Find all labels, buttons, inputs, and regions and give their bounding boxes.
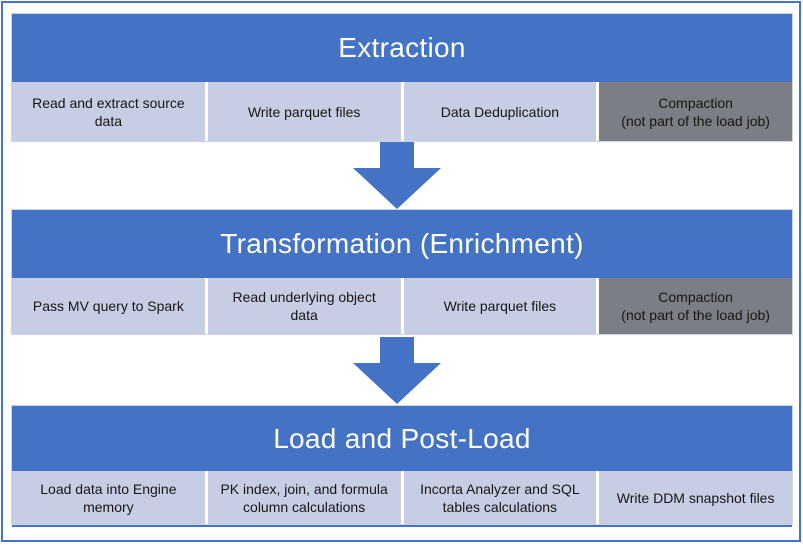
step-cell-compaction: Compaction (not part of the load job) — [599, 82, 792, 141]
stage-title: Transformation (Enrichment) — [220, 228, 584, 259]
step-cell-compaction: Compaction (not part of the load job) — [599, 278, 792, 334]
stage-load-postload: Load and Post-Load Load data into Engine… — [11, 405, 793, 525]
stage-transformation-header: Transformation (Enrichment) — [12, 210, 792, 278]
stage-title: Extraction — [338, 32, 466, 63]
step-cell: Write parquet files — [403, 278, 597, 334]
step-cell: Incorta Analyzer and SQL tables calculat… — [403, 471, 597, 524]
down-arrow-icon — [353, 142, 441, 209]
down-arrow-icon — [353, 337, 441, 404]
step-cell: Read underlying object data — [207, 278, 401, 334]
step-cell: Data Deduplication — [403, 82, 597, 141]
step-cell: PK index, join, and formula column calcu… — [207, 471, 401, 524]
step-cell: Read and extract source data — [12, 82, 205, 141]
stage-extraction: Extraction Read and extract source data … — [11, 13, 793, 142]
stage-transformation-steps: Pass MV query to Spark Read underlying o… — [12, 278, 792, 334]
stage-load-postload-steps: Load data into Engine memory PK index, j… — [12, 471, 792, 524]
step-cell: Write DDM snapshot files — [599, 471, 792, 524]
stage-extraction-steps: Read and extract source data Write parqu… — [12, 82, 792, 141]
step-cell: Load data into Engine memory — [12, 471, 205, 524]
stage-load-postload-header: Load and Post-Load — [12, 406, 792, 471]
stage-extraction-header: Extraction — [12, 14, 792, 82]
step-cell: Write parquet files — [207, 82, 401, 141]
stage-transformation: Transformation (Enrichment) Pass MV quer… — [11, 209, 793, 335]
stage-title: Load and Post-Load — [273, 422, 531, 454]
stage-bottom-accent-line — [12, 525, 792, 527]
step-cell: Pass MV query to Spark — [12, 278, 205, 334]
